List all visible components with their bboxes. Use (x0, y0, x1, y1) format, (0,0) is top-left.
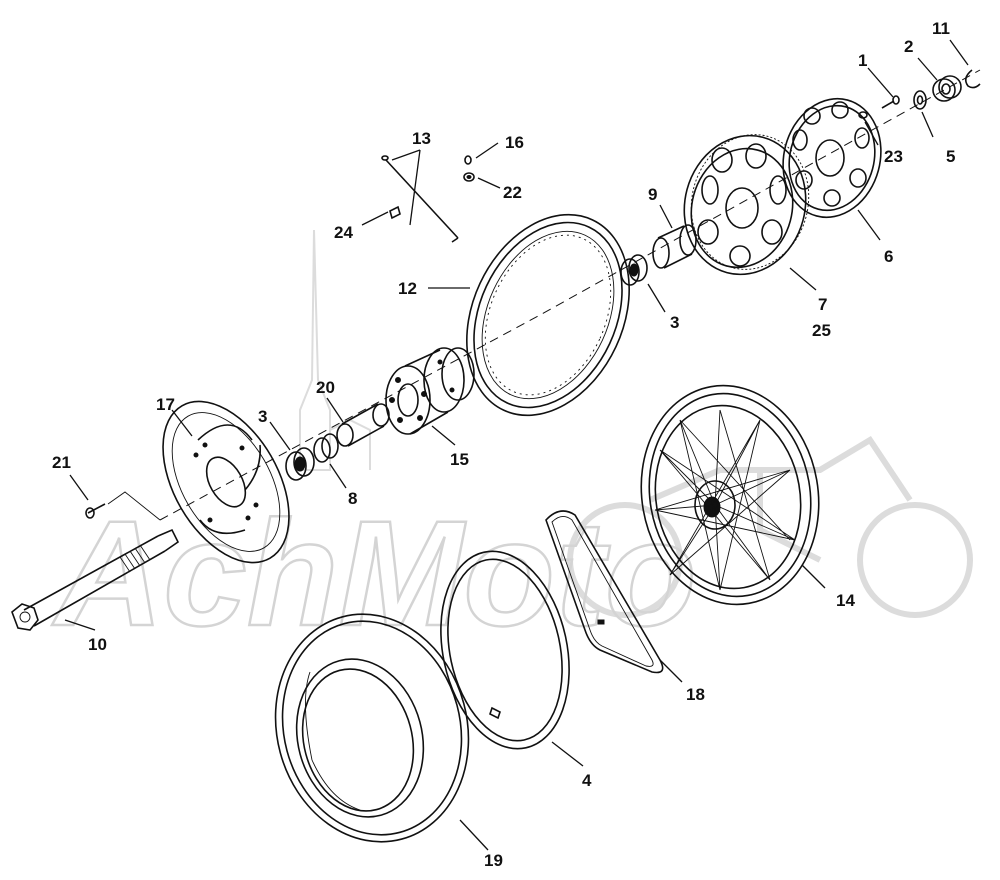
callout-2: 2 (904, 37, 913, 56)
callout-21: 21 (52, 453, 71, 472)
callout-18: 18 (686, 685, 705, 704)
callout-6: 6 (884, 247, 893, 266)
callout-labels: 1 2 3 3 4 5 6 7 8 9 10 11 12 13 14 15 16… (52, 19, 955, 870)
brake-disc (162, 400, 290, 564)
callout-8: 8 (348, 489, 357, 508)
wheel-bearing-left (285, 447, 315, 481)
callout-9: 9 (648, 185, 657, 204)
watermark: AchMoto (50, 229, 973, 658)
callout-3-right: 3 (670, 313, 679, 332)
wheel-hub (385, 347, 475, 435)
callout-11: 11 (932, 19, 950, 38)
screw-guide-line (107, 491, 161, 521)
inner-tube (440, 550, 570, 750)
washer-5 (913, 90, 927, 110)
spoke-nipple (389, 205, 401, 220)
callout-10: 10 (88, 635, 107, 654)
callout-7: 7 (818, 295, 827, 314)
small-part-16 (464, 155, 472, 165)
screw-21 (85, 503, 106, 519)
callout-17: 17 (156, 395, 175, 414)
callout-19: 19 (484, 851, 503, 870)
callout-24: 24 (334, 223, 353, 242)
drive-pulley (683, 134, 810, 276)
nut-22 (463, 172, 475, 182)
callout-20: 20 (316, 378, 335, 397)
callout-22: 22 (503, 183, 522, 202)
callout-13: 13 (412, 129, 431, 148)
wheel-rim (466, 213, 630, 417)
callout-1: 1 (858, 51, 867, 70)
callout-4: 4 (582, 771, 592, 790)
pulley-cover (782, 97, 882, 219)
drive-belt (545, 510, 664, 674)
spacer-9 (652, 224, 697, 269)
callout-5: 5 (946, 147, 955, 166)
callout-14: 14 (836, 591, 855, 610)
axle-centerline (159, 69, 981, 521)
leader-lines (64, 39, 969, 851)
callout-23: 23 (884, 147, 903, 166)
washer-23 (858, 111, 868, 119)
tire (274, 613, 470, 843)
callout-16: 16 (505, 133, 524, 152)
spacer-8 (313, 433, 339, 463)
callout-12: 12 (398, 279, 417, 298)
axle (11, 528, 180, 631)
wheel-bearing-right (620, 254, 648, 286)
spoke (381, 155, 459, 243)
bolt-1 (881, 95, 900, 109)
spoked-wheel-assembly (640, 384, 820, 606)
retaining-clip (964, 69, 981, 89)
callout-25: 25 (812, 321, 831, 340)
callout-3-left: 3 (258, 407, 267, 426)
callout-15: 15 (450, 450, 469, 469)
watermark-text: AchMoto (51, 489, 697, 657)
axle-nut-2 (932, 75, 962, 102)
